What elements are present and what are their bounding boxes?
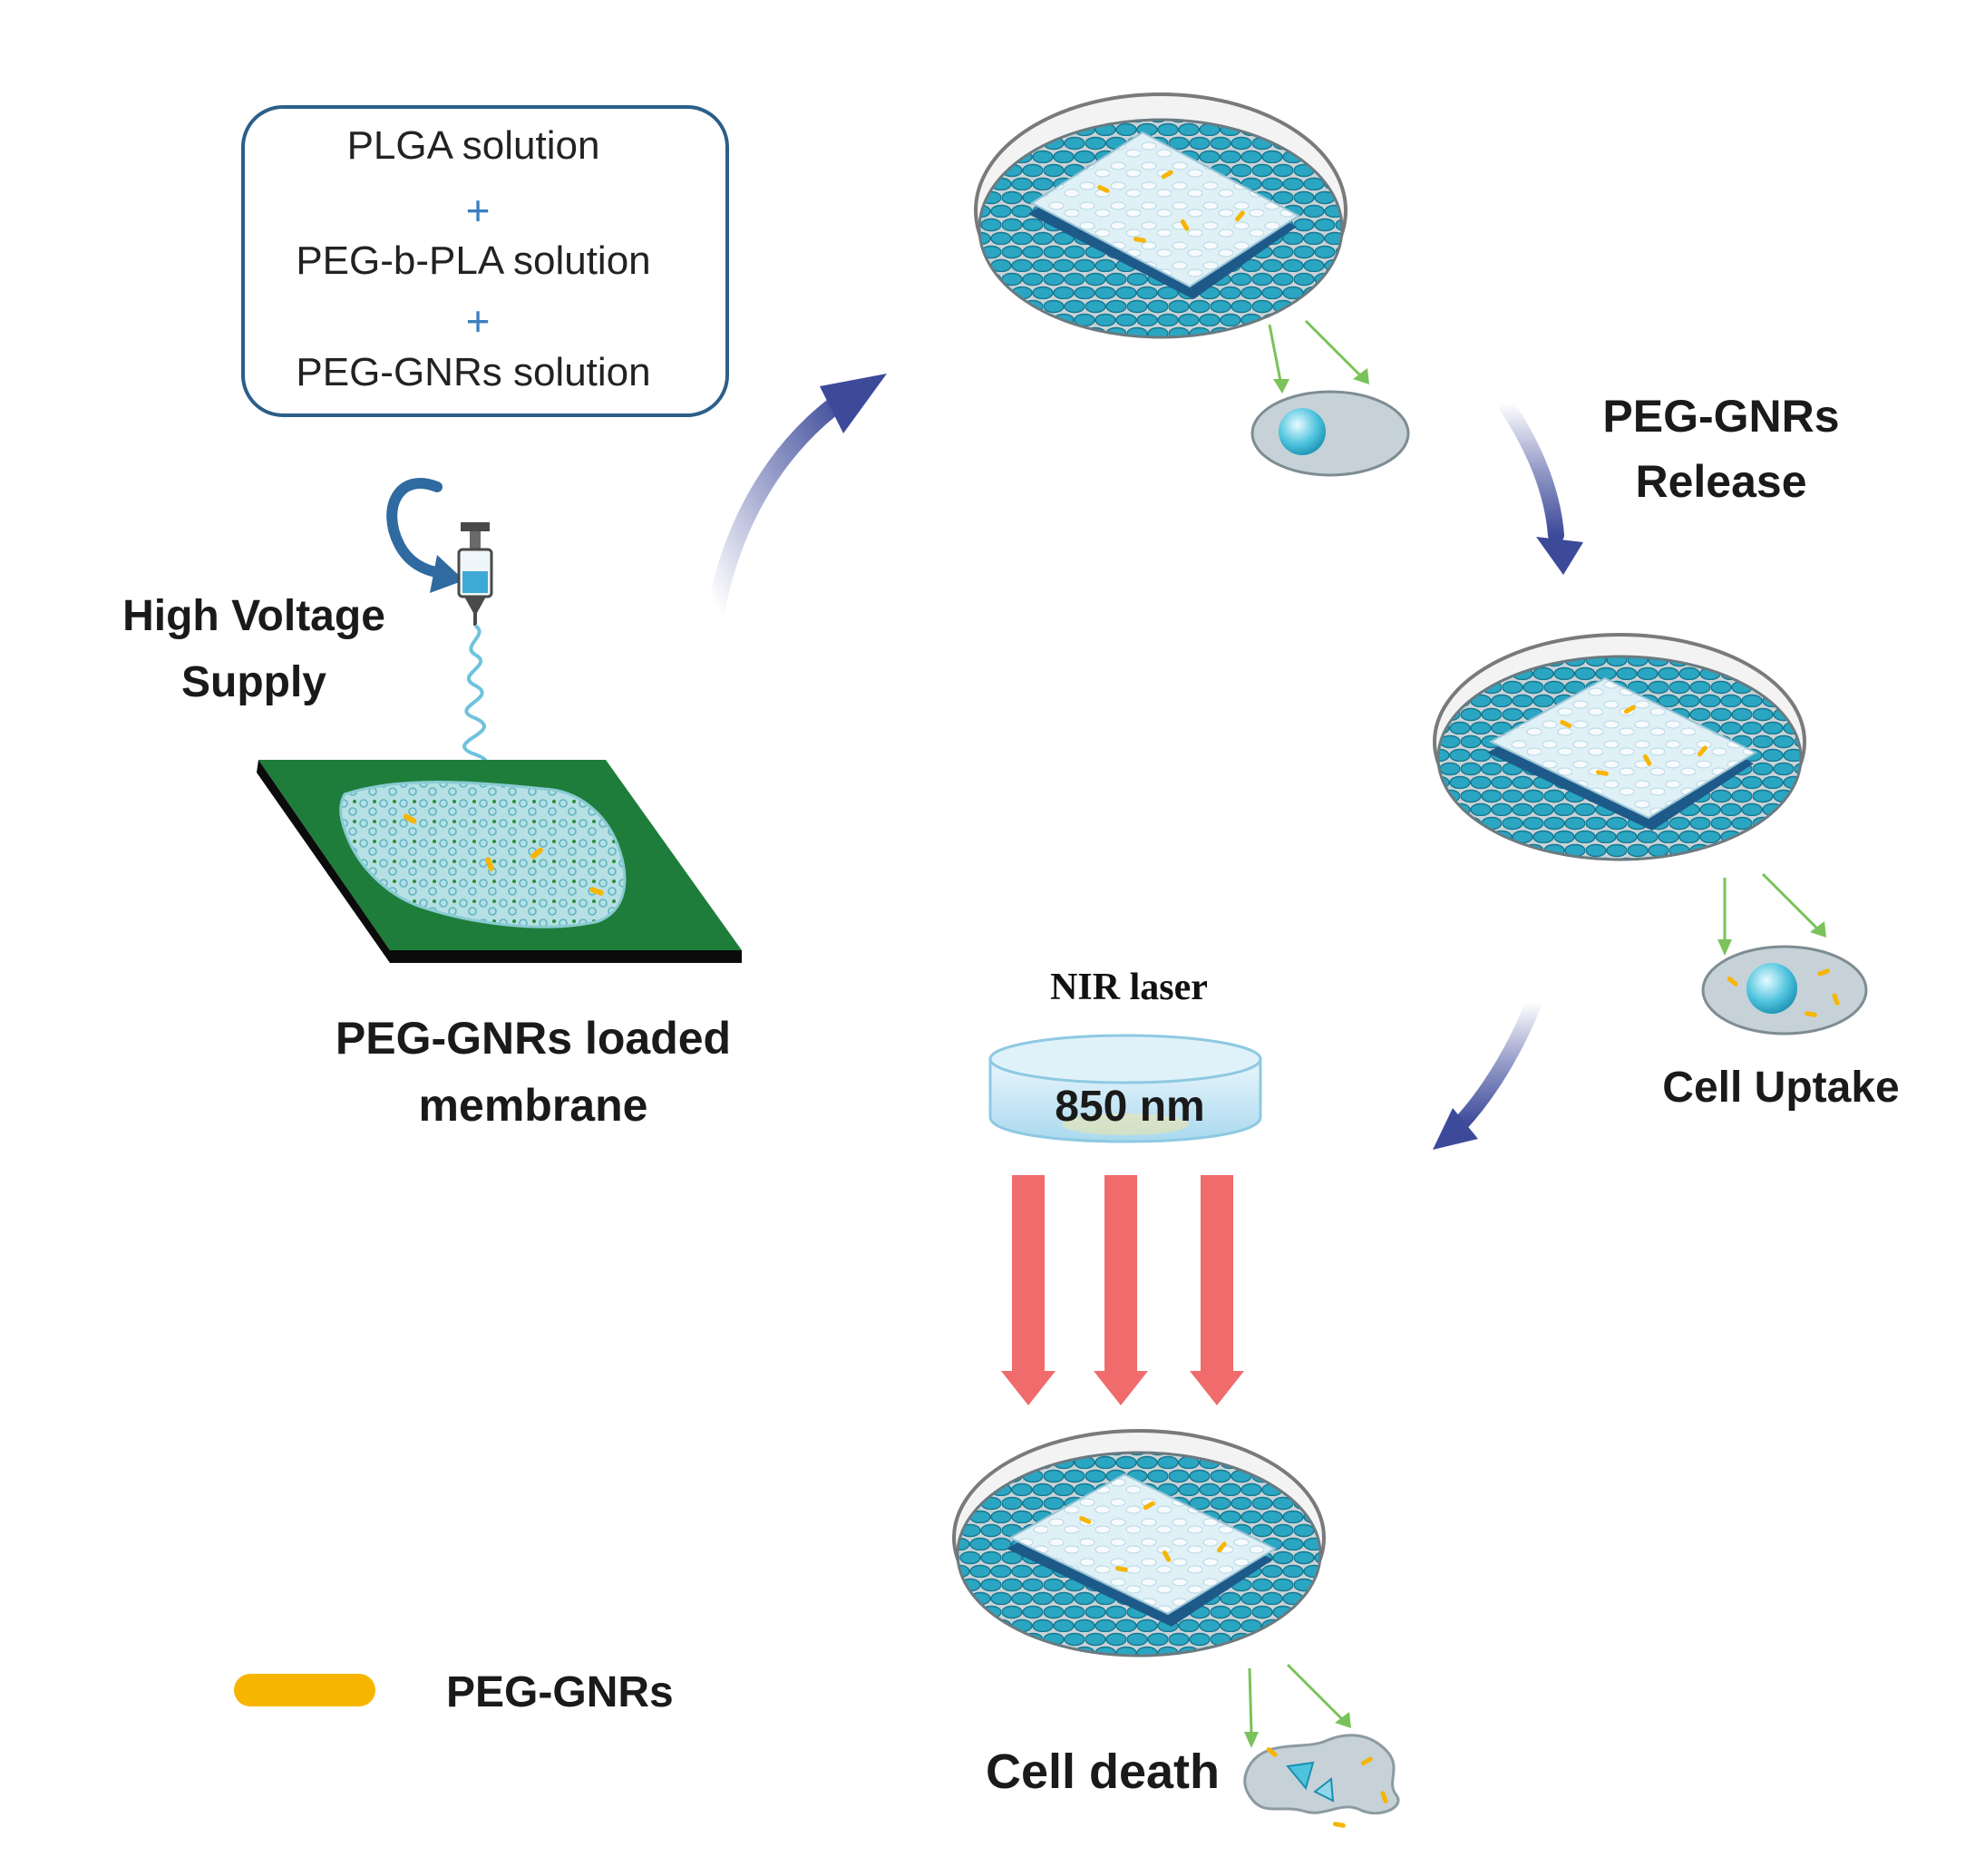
death-pointer-arrows <box>1244 1663 1351 1748</box>
peg-b-pla-solution-label: PEG-b-PLA solution <box>296 238 650 283</box>
peg-gnrs-solution-label: PEG-GNRs solution <box>296 350 650 394</box>
laser-beam-left <box>1001 1175 1056 1405</box>
supply-label: Supply <box>181 658 326 706</box>
cell-death-label: Cell death <box>986 1745 1220 1799</box>
uptake-pointer-arrows <box>1717 872 1826 956</box>
solution-box: PLGA solution + PEG-b-PLA solution + PEG… <box>241 105 729 417</box>
petri-dish-2 <box>1433 633 1806 861</box>
syringe-icon <box>457 522 493 626</box>
flow-arrow-1 <box>707 374 887 617</box>
release-label-line1: PEG-GNRs <box>1602 391 1839 442</box>
laser-beam-arrows <box>1001 1175 1244 1405</box>
cell-before-uptake <box>1250 390 1410 477</box>
laser-beam-center <box>1094 1175 1148 1405</box>
membrane-label-line1: PEG-GNRs loaded <box>336 1013 731 1064</box>
laser-source <box>988 1034 1262 1143</box>
laser-wavelength-label: 850 nm <box>1055 1083 1204 1131</box>
dead-cell-fragments-icon <box>1243 1734 1400 1828</box>
peg-gnr-legend-swatch <box>234 1674 375 1706</box>
laser-beam-right <box>1190 1175 1244 1405</box>
plus-sign-1: + <box>466 187 491 234</box>
high-voltage-label: High Voltage <box>122 592 385 640</box>
nir-laser-label: NIR laser <box>1050 967 1208 1008</box>
solution-box-frame <box>241 105 729 417</box>
plus-sign-2: + <box>466 297 491 345</box>
release-label-line2: Release <box>1635 456 1806 507</box>
petri-dish-3 <box>952 1429 1326 1657</box>
legend: PEG-GNRs <box>234 1668 674 1716</box>
flow-arrow-3 <box>1433 994 1542 1150</box>
membrane-label-line2: membrane <box>419 1080 648 1131</box>
collector-plate <box>257 760 742 963</box>
cell-uptake-label: Cell Uptake <box>1662 1064 1899 1112</box>
membrane-scaffold <box>1007 1473 1278 1616</box>
plga-solution-label: PLGA solution <box>347 123 600 168</box>
petri-dish-1 <box>974 92 1347 339</box>
release-pointer-arrows <box>1268 319 1369 394</box>
membrane-scaffold <box>1030 131 1300 288</box>
flow-arrow-2 <box>1497 395 1583 575</box>
cell-after-uptake <box>1701 945 1868 1035</box>
membrane-scaffold <box>1488 676 1758 820</box>
legend-label: PEG-GNRs <box>446 1668 674 1716</box>
rotation-arrow-icon <box>386 478 464 593</box>
